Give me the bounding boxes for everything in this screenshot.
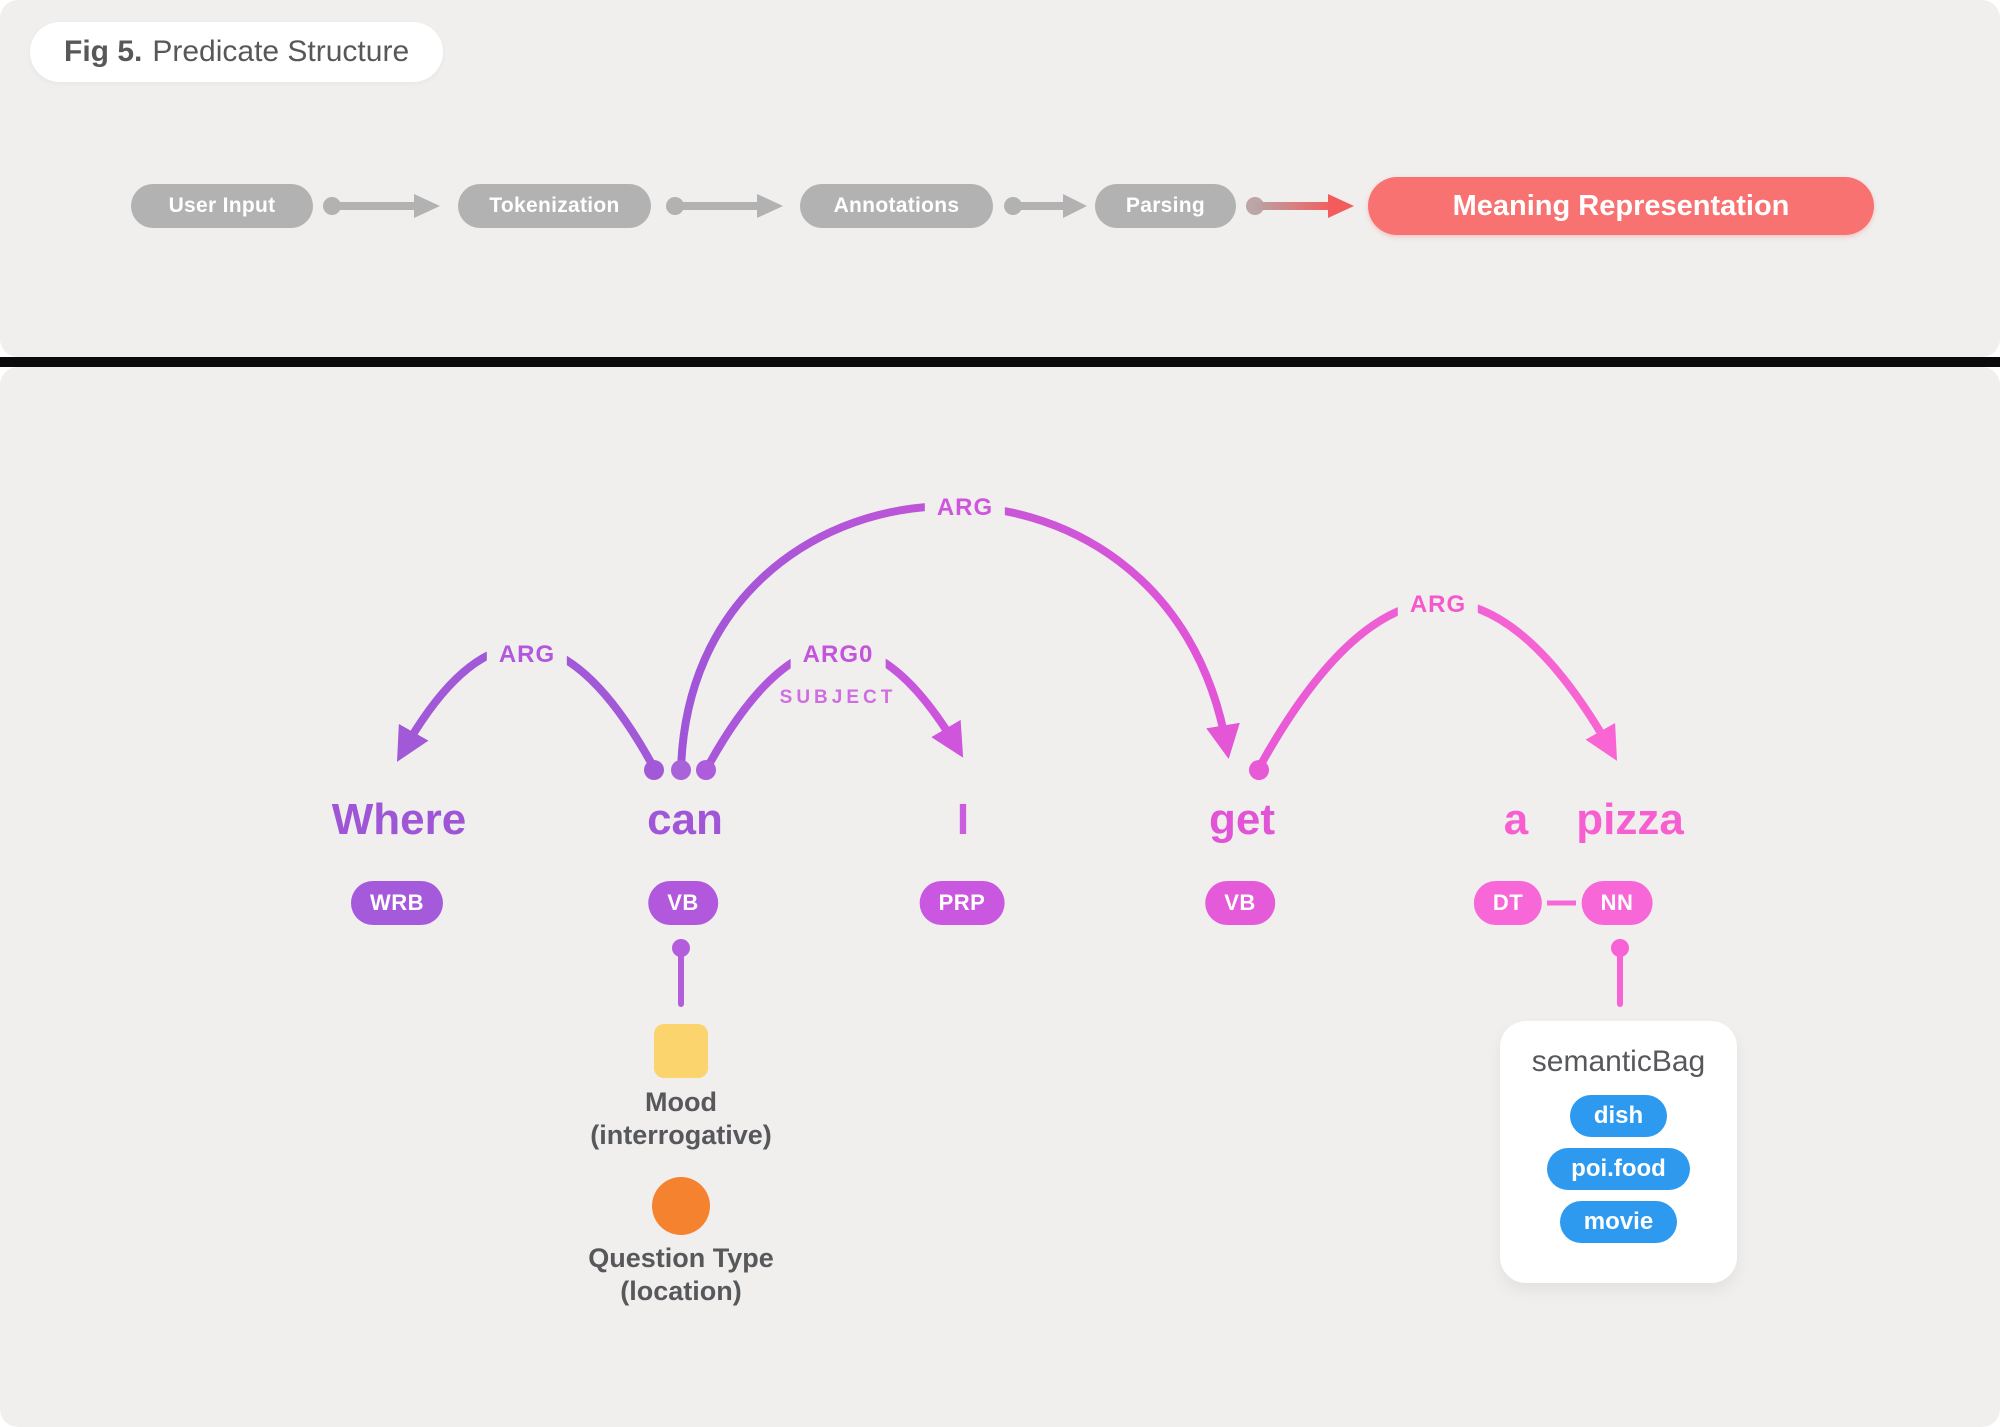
anchor-dot-get <box>1249 760 1269 780</box>
mood-title: Mood <box>645 1087 717 1117</box>
figure-title: Predicate Structure <box>152 35 410 68</box>
question-type-note: Question Type (location) <box>588 1242 774 1308</box>
token-word-can: can <box>647 795 723 844</box>
pipeline-stage-meaning-representation: Meaning Representation <box>1368 177 1874 235</box>
pos-tag-vb-get: VB <box>1205 881 1275 925</box>
flow-arrow-icon <box>1003 193 1091 224</box>
question-type-title: Question Type <box>588 1243 774 1273</box>
flow-arrow-icon <box>322 193 444 224</box>
arc-label-arg-where: ARG <box>486 638 568 672</box>
arc-can-get <box>677 502 1240 774</box>
token-word-where: Where <box>331 795 467 844</box>
diagram-panel: ARG ARG ARG0 SUBJECT ARG Where can I get… <box>0 367 2000 1427</box>
header-panel: Fig 5. Predicate Structure User Input To… <box>0 0 2000 357</box>
pipeline-stage-annotations: Annotations <box>800 184 993 228</box>
token-word-i: I <box>956 795 970 844</box>
pos-tag-prp: PRP <box>919 881 1005 925</box>
semantic-bag-title: semanticBag <box>1531 1045 1706 1078</box>
anchor-dot-can <box>644 760 664 780</box>
arc-label-arg-pizza: ARG <box>1397 588 1479 622</box>
semantic-bag-list: dish poi.food movie <box>1547 1095 1690 1243</box>
pipeline-stage-label: Meaning Representation <box>1452 189 1790 222</box>
mood-square-icon <box>654 1024 708 1078</box>
pipeline-stage-label: Parsing <box>1125 194 1206 217</box>
pipeline-stage-tokenization: Tokenization <box>458 184 651 228</box>
semantic-bag-item: poi.food <box>1547 1148 1690 1190</box>
question-type-circle-icon <box>652 1177 710 1235</box>
pos-tag-vb-can: VB <box>648 881 718 925</box>
token-word-a: a <box>1503 795 1529 844</box>
token-word-pizza: pizza <box>1576 795 1684 844</box>
mood-note: Mood (interrogative) <box>590 1086 772 1152</box>
pos-tag-dt: DT <box>1473 881 1543 925</box>
pos-tag-nn: NN <box>1581 881 1653 925</box>
pipeline-stage-parsing: Parsing <box>1095 184 1236 228</box>
pos-tag-wrb: WRB <box>350 881 444 925</box>
arc-label-arg0: ARG0 <box>790 638 886 672</box>
pipeline-stage-label: User Input <box>168 194 276 217</box>
panel-divider <box>0 357 2000 367</box>
semantic-bag-card: semanticBag dish poi.food movie <box>1500 1021 1737 1283</box>
arc-sublabel-subject: SUBJECT <box>771 686 905 710</box>
arc-get-pizza <box>1255 597 1618 772</box>
pipeline-stage-label: Annotations <box>833 194 960 217</box>
pipeline-stage-user-input: User Input <box>131 184 313 228</box>
token-word-get: get <box>1209 795 1275 844</box>
figure-number: Fig 5. <box>64 35 143 68</box>
semantic-bag-item: movie <box>1559 1201 1678 1243</box>
semantic-bag-item: dish <box>1569 1095 1668 1137</box>
anchor-dot-can <box>671 760 691 780</box>
pipeline-stage-label: Tokenization <box>489 194 620 217</box>
anchor-dot-can <box>696 760 716 780</box>
flow-arrow-icon <box>665 193 787 224</box>
figure-badge: Fig 5. Predicate Structure <box>30 22 444 82</box>
flow-arrow-accent-icon <box>1245 193 1358 224</box>
question-type-subtitle: (location) <box>620 1276 742 1306</box>
arc-label-arg-get: ARG <box>924 491 1006 525</box>
mood-subtitle: (interrogative) <box>590 1120 772 1150</box>
